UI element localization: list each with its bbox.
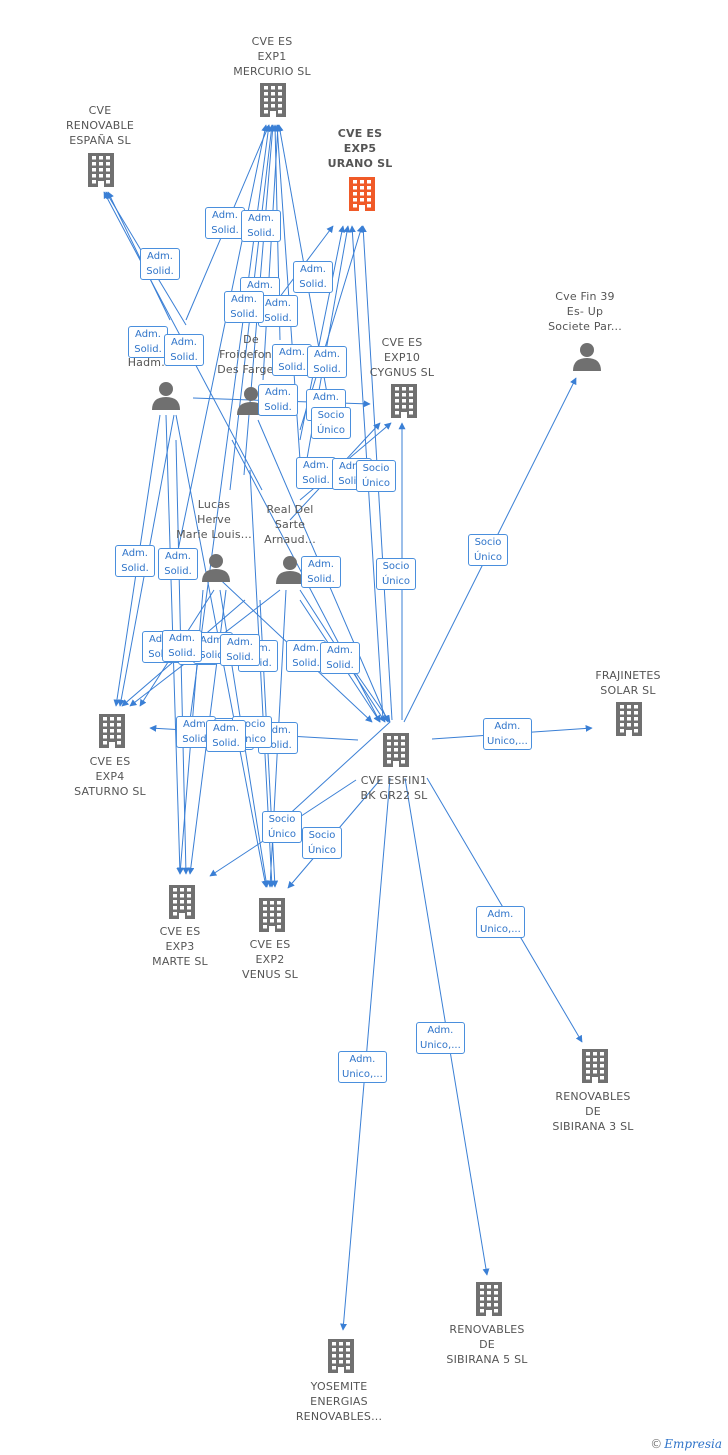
- person-icon[interactable]: [573, 343, 601, 371]
- node-label-yosemite[interactable]: YOSEMITE ENERGIAS RENOVABLES...: [295, 1380, 383, 1423]
- edge-label[interactable]: Adm. Solid.: [128, 326, 168, 358]
- person-icon[interactable]: [202, 554, 230, 582]
- edge-label[interactable]: Adm. Solid.: [205, 207, 245, 239]
- building-icon[interactable]: [328, 1339, 354, 1373]
- edge-label[interactable]: Adm. Unico,...: [483, 718, 532, 750]
- person-icon[interactable]: [276, 556, 304, 584]
- edge-label[interactable]: Socio Único: [311, 407, 351, 439]
- edge-label[interactable]: Adm. Unico,...: [416, 1022, 465, 1054]
- building-icon[interactable]: [383, 733, 409, 767]
- edge-label[interactable]: Adm. Solid.: [220, 634, 260, 666]
- edge-label[interactable]: Adm. Solid.: [115, 545, 155, 577]
- edge-label[interactable]: Adm. Solid.: [286, 640, 326, 672]
- edge-label[interactable]: Socio Único: [302, 827, 342, 859]
- building-icon[interactable]: [391, 384, 417, 418]
- building-icon[interactable]: [88, 153, 114, 187]
- edge-label[interactable]: Adm. Solid.: [293, 261, 333, 293]
- edge-label[interactable]: Adm. Solid.: [258, 384, 298, 416]
- edge-label[interactable]: Adm. Solid.: [307, 346, 347, 378]
- building-icon-highlight[interactable]: [349, 177, 375, 211]
- node-label-person-real[interactable]: Real Del Sarte Arnaud...: [264, 503, 316, 546]
- edge-label[interactable]: Socio Único: [376, 558, 416, 590]
- edge-line: [262, 124, 282, 381]
- building-icon[interactable]: [99, 714, 125, 748]
- node-label-cve-exp5[interactable]: CVE ES EXP5 URANO SL: [327, 127, 393, 170]
- edge-label[interactable]: Adm. Unico,...: [476, 906, 525, 938]
- edge-label[interactable]: Adm. Solid.: [206, 720, 246, 752]
- edge-label[interactable]: Adm. Solid.: [272, 344, 312, 376]
- edge-label[interactable]: Adm. Solid.: [241, 210, 281, 242]
- edge-label[interactable]: Adm. Solid.: [301, 556, 341, 588]
- edge-label[interactable]: Socio Único: [468, 534, 508, 566]
- node-label-frajinetes[interactable]: FRAJINETES SOLAR SL: [595, 669, 661, 697]
- node-label-person-lucas[interactable]: Lucas Herve Marie Louis...: [176, 498, 252, 541]
- edge-label[interactable]: Adm. Solid.: [296, 457, 336, 489]
- building-icon[interactable]: [476, 1282, 502, 1316]
- edge-label[interactable]: Adm. Solid.: [258, 295, 298, 327]
- node-label-cve-exp1[interactable]: CVE ES EXP1 MERCURIO SL: [233, 35, 311, 78]
- building-icon[interactable]: [582, 1049, 608, 1083]
- edge-label[interactable]: Socio Único: [262, 811, 302, 843]
- node-label-sibirana5[interactable]: RENOVABLES DE SIBIRANA 5 SL: [446, 1323, 528, 1366]
- node-label-cve-exp3[interactable]: CVE ES EXP3 MARTE SL: [152, 925, 208, 968]
- node-label-sibirana3[interactable]: RENOVABLES DE SIBIRANA 3 SL: [552, 1090, 634, 1133]
- node-label-cve-esfin1[interactable]: CVE ESFIN1 BK GR22 SL: [360, 774, 428, 802]
- node-label-cve-exp10[interactable]: CVE ES EXP10 CYGNUS SL: [369, 336, 435, 379]
- node-label-cve-renovable[interactable]: CVE RENOVABLE ESPAÑA SL: [65, 104, 135, 147]
- copyright-icon: ©: [650, 1437, 663, 1451]
- edge-label[interactable]: Adm. Solid.: [224, 291, 264, 323]
- node-label-cve-exp4[interactable]: CVE ES EXP4 SATURNO SL: [74, 755, 146, 798]
- footer-brand: ©Empresia: [650, 1437, 722, 1451]
- edge-label[interactable]: Adm. Solid.: [158, 548, 198, 580]
- edge-label[interactable]: Adm. Solid.: [164, 334, 204, 366]
- edge-label[interactable]: Adm. Solid.: [320, 642, 360, 674]
- brand-name: Empresia: [664, 1437, 722, 1451]
- building-icon[interactable]: [259, 898, 285, 932]
- edge-line: [175, 124, 269, 561]
- building-icon[interactable]: [616, 702, 642, 736]
- edge-label[interactable]: Adm. Solid.: [140, 248, 180, 280]
- person-icon[interactable]: [152, 382, 180, 410]
- node-label-person-hadm[interactable]: Hadm...: [127, 356, 173, 369]
- building-icon[interactable]: [260, 83, 286, 117]
- node-label-cve-fin39[interactable]: Cve Fin 39 Es- Up Societe Par...: [548, 290, 622, 333]
- building-icon[interactable]: [169, 885, 195, 919]
- node-label-cve-exp2[interactable]: CVE ES EXP2 VENUS SL: [242, 938, 298, 981]
- edge-label[interactable]: Adm. Unico,...: [338, 1051, 387, 1083]
- edge-label[interactable]: Adm. Solid.: [162, 630, 202, 662]
- edge-label[interactable]: Socio Único: [356, 460, 396, 492]
